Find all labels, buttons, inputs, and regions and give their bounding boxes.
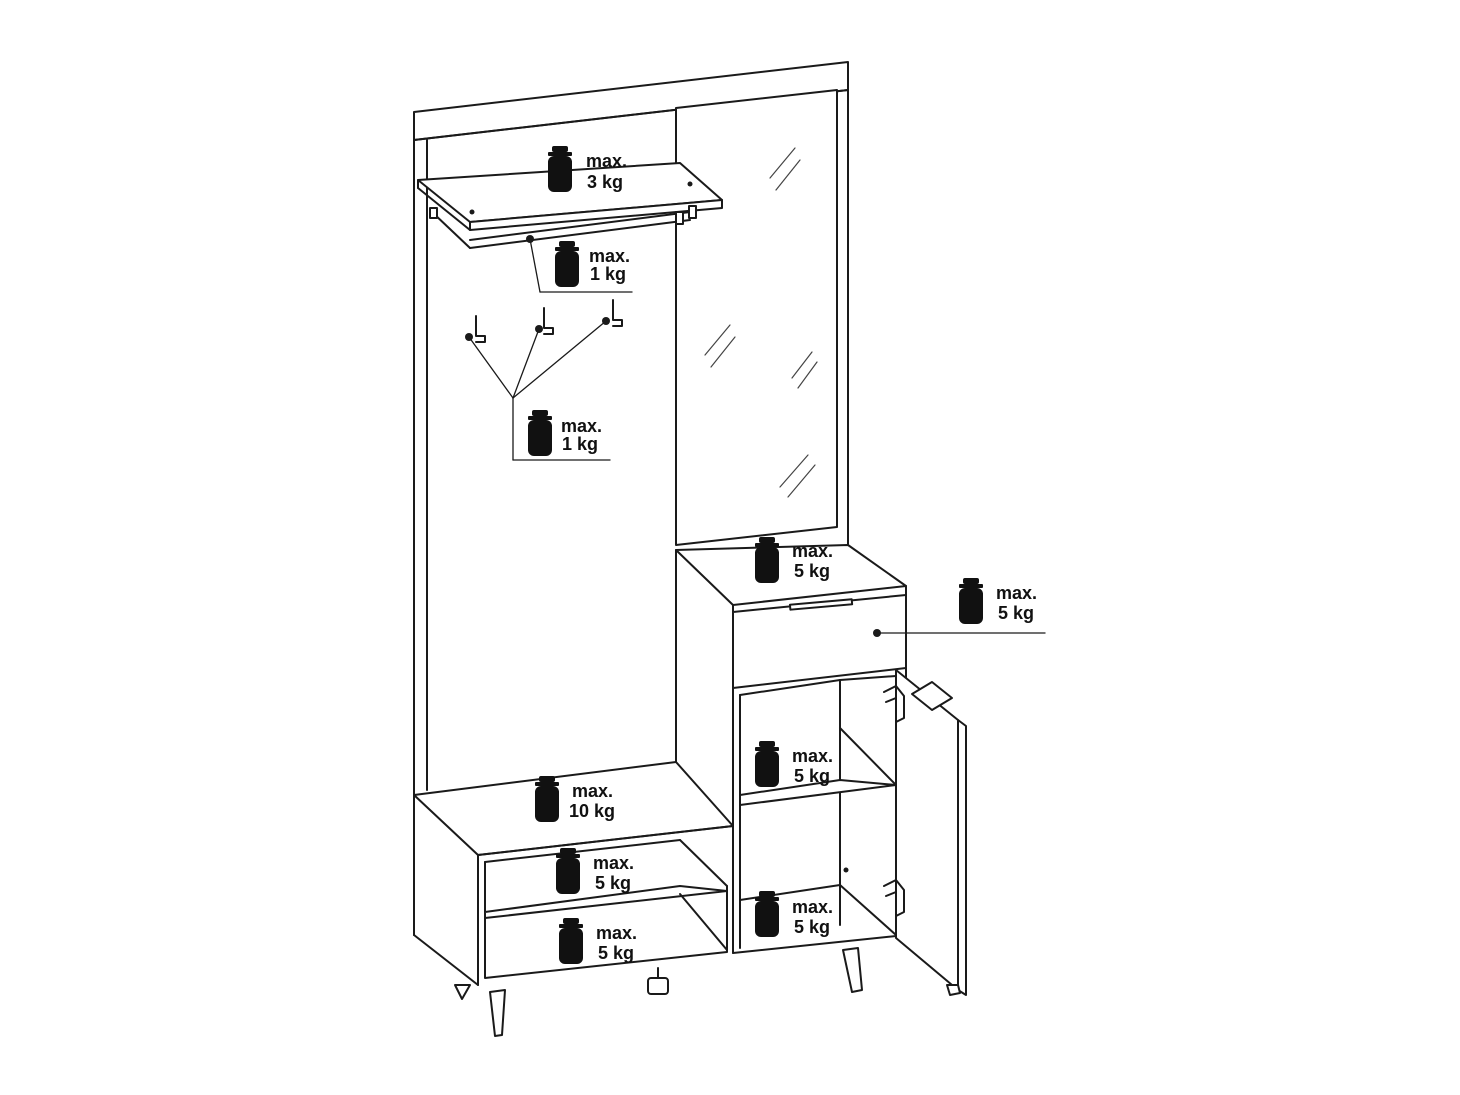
svg-text:5 kg: 5 kg (595, 873, 631, 893)
weight-icon (755, 741, 779, 787)
cabinet-door (895, 669, 967, 996)
weight-icon (559, 918, 583, 964)
coat-hooks (465, 299, 623, 343)
weight-icon (755, 891, 779, 937)
label-cabinet-top: max. 5 kg (792, 541, 833, 581)
svg-text:max.: max. (792, 897, 833, 917)
label-cabinet-upper-shelf: max. 5 kg (792, 746, 833, 786)
svg-text:1 kg: 1 kg (590, 264, 626, 284)
label-hanging-rail: max. 1 kg (589, 246, 630, 284)
label-bench-lower-shelf: max. 5 kg (596, 923, 637, 963)
label-coat-shelf: max. 3 kg (586, 151, 627, 192)
hanging-rail (429, 205, 697, 249)
svg-text:max.: max. (589, 246, 630, 266)
label-bench-upper-shelf: max. 5 kg (593, 853, 634, 893)
svg-text:max.: max. (593, 853, 634, 873)
weight-icon (528, 410, 552, 456)
callout-lines (468, 235, 1046, 637)
drawer-front (732, 594, 907, 689)
svg-text:5 kg: 5 kg (794, 766, 830, 786)
weight-icon (556, 848, 580, 894)
weight-icon (755, 537, 779, 583)
drawer-handle (788, 598, 854, 611)
svg-text:max.: max. (792, 746, 833, 766)
svg-text:5 kg: 5 kg (998, 603, 1034, 623)
label-coat-hooks: max. 1 kg (561, 416, 602, 454)
weight-icon (535, 776, 559, 822)
weight-icon (548, 146, 572, 192)
cabinet (675, 544, 907, 954)
svg-text:5 kg: 5 kg (794, 561, 830, 581)
label-cabinet-bottom-shelf: max. 5 kg (792, 897, 833, 937)
svg-text:10 kg: 10 kg (569, 801, 615, 821)
svg-text:max.: max. (596, 923, 637, 943)
label-bench-top: max. 10 kg (569, 781, 615, 821)
svg-text:max.: max. (996, 583, 1037, 603)
door-hinges (883, 685, 905, 917)
back-panel (413, 61, 849, 936)
legs (454, 947, 961, 1037)
svg-text:1 kg: 1 kg (562, 434, 598, 454)
svg-text:5 kg: 5 kg (794, 917, 830, 937)
coat-shelf (417, 162, 723, 231)
svg-text:max.: max. (561, 416, 602, 436)
svg-text:max.: max. (572, 781, 613, 801)
svg-text:3 kg: 3 kg (587, 172, 623, 192)
mirror (675, 89, 838, 546)
weight-icon (555, 241, 579, 287)
label-drawer: max. 5 kg (996, 583, 1037, 623)
svg-text:max.: max. (586, 151, 627, 171)
svg-text:5 kg: 5 kg (598, 943, 634, 963)
weight-icon (959, 578, 983, 624)
svg-text:max.: max. (792, 541, 833, 561)
